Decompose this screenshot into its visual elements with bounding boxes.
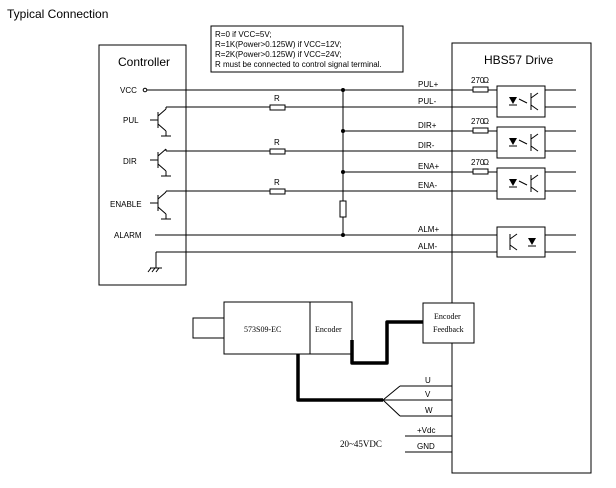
motor-encoder-label: Encoder: [315, 325, 342, 334]
ground-icon: [147, 260, 162, 273]
controller-title: Controller: [118, 55, 170, 69]
signal-pul-plus: PUL+: [418, 80, 439, 89]
stepper-motor: 573S09-EC Encoder: [192, 301, 353, 355]
phase-labels: U V W: [425, 376, 433, 415]
pul-resistor-ohm: Ω: [483, 76, 489, 85]
signal-dir-minus: DIR-: [418, 141, 435, 150]
phase-u: U: [425, 376, 431, 385]
signal-resistors: R R R: [269, 94, 347, 218]
note-line: R=1K(Power>0.125W) if VCC=12V;: [215, 40, 342, 49]
power-gnd-label: GND: [417, 442, 435, 451]
phase-w: W: [425, 406, 433, 415]
motor-shaft: [192, 317, 225, 339]
motor-model: 573S09-EC: [244, 325, 281, 334]
pul-resistor: [269, 104, 286, 111]
enable-transistor: [150, 191, 171, 220]
phase-v: V: [425, 390, 431, 399]
encoder-feedback-line1: Encoder: [434, 312, 461, 321]
dir-optocoupler: [496, 126, 546, 159]
note-box: [210, 25, 404, 73]
dir-resistor-value: 270: [471, 117, 485, 126]
note-line: R=2K(Power>0.125W) if VCC=24V;: [215, 50, 342, 59]
diagram-title: Typical Connection: [7, 7, 108, 21]
drive-signal-labels: PUL+ PUL- DIR+ DIR- ENA+ ENA- ALM+ ALM-: [418, 80, 439, 251]
encoder-feedback-line2: Feedback: [433, 325, 464, 334]
signal-pul-minus: PUL-: [418, 97, 437, 106]
resistor-note: R=0 if VCC=5V; R=1K(Power>0.125W) if VCC…: [210, 25, 404, 73]
enable-resistor-label: R: [274, 178, 280, 187]
note-line: R=0 if VCC=5V;: [215, 30, 272, 39]
pullup-resistor: [339, 200, 347, 218]
signal-wires: [147, 89, 576, 260]
motor-body: [223, 301, 311, 355]
dir-resistor-label: R: [274, 138, 280, 147]
pin-dir-label: DIR: [123, 157, 137, 166]
pin-vcc-label: VCC: [120, 86, 137, 95]
note-line: R must be connected to control signal te…: [215, 60, 382, 69]
ena-resistor-value: 270: [471, 158, 485, 167]
pin-alarm-label: ALARM: [114, 231, 142, 240]
signal-ena-plus: ENA+: [418, 162, 439, 171]
dir-series-resistor: 270 Ω: [471, 117, 489, 134]
ena-optocoupler: [496, 167, 546, 200]
signal-dir-plus: DIR+: [418, 121, 437, 130]
pul-resistor-label: R: [274, 94, 280, 103]
dir-resistor-ohm: Ω: [483, 117, 489, 126]
signal-ena-minus: ENA-: [418, 181, 437, 190]
controller-block: Controller VCC PUL DIR ENABLE ALARM: [98, 44, 187, 286]
drive-block: HBS57 Drive: [451, 42, 592, 474]
pin-enable-label: ENABLE: [110, 200, 142, 209]
pin-pul-label: PUL: [123, 116, 139, 125]
pul-transistor: [150, 108, 171, 137]
enable-resistor: [269, 188, 286, 195]
signal-alm-plus: ALM+: [418, 225, 439, 234]
power-supply-label: 20~45VDC: [340, 439, 382, 449]
junction-dots: [341, 88, 345, 237]
motor-cable: [296, 354, 383, 402]
dir-resistor: [269, 148, 286, 155]
encoder-cable: [350, 320, 423, 365]
pul-resistor-value: 270: [471, 76, 485, 85]
encoder-feedback-box: [422, 302, 475, 344]
drive-title: HBS57 Drive: [484, 53, 554, 67]
power-supply: +Vdc GND 20~45VDC: [340, 426, 452, 453]
vcc-terminal: [142, 87, 148, 93]
ena-resistor-ohm: Ω: [483, 158, 489, 167]
pul-series-resistor: 270 Ω: [471, 76, 489, 93]
ena-series-resistor: 270 Ω: [471, 158, 489, 175]
phase-wires: [382, 385, 452, 417]
dir-transistor: [150, 148, 171, 177]
alm-optocoupler: [496, 226, 546, 258]
signal-alm-minus: ALM-: [418, 242, 437, 251]
pul-optocoupler: [496, 85, 546, 118]
motor-encoder: [309, 301, 353, 355]
encoder-feedback-block: Encoder Feedback: [422, 302, 475, 344]
power-vdc-label: +Vdc: [417, 426, 435, 435]
controller-box: [98, 44, 187, 286]
